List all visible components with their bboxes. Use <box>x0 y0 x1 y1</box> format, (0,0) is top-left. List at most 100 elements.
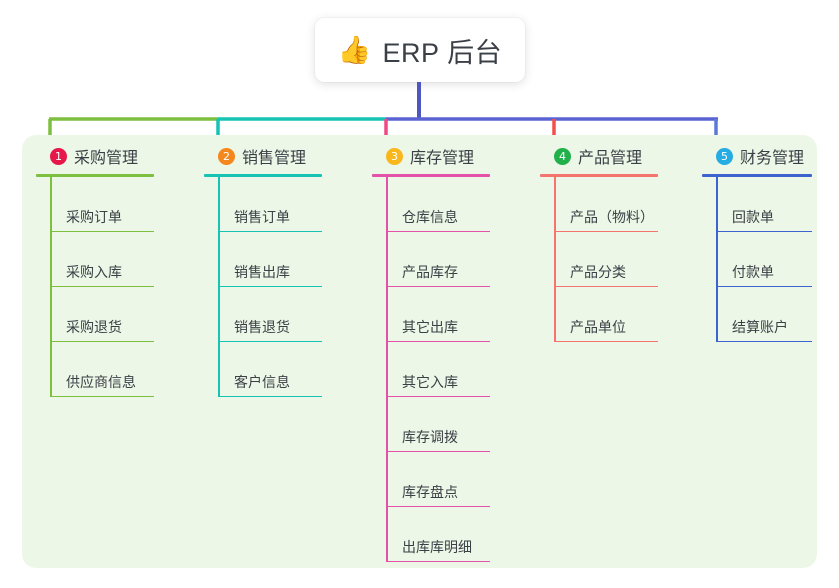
branch-number-badge: 5 <box>716 147 733 165</box>
branch-number-badge: 1 <box>50 147 67 165</box>
leaf-spine <box>50 177 52 397</box>
leaf-item[interactable]: 回款单 <box>716 177 812 232</box>
leaf-underline <box>554 340 658 342</box>
leaf-list: 销售订单销售出库销售退货客户信息 <box>204 177 322 397</box>
leaf-label: 回款单 <box>732 209 774 225</box>
leaf-label: 销售订单 <box>234 209 290 225</box>
leaf-item[interactable]: 产品库存 <box>386 232 490 287</box>
leaf-item[interactable]: 客户信息 <box>218 342 322 397</box>
branch-header-1[interactable]: 1 采购管理 <box>36 143 154 169</box>
leaf-item[interactable]: 其它出库 <box>386 287 490 342</box>
leaf-underline <box>50 340 154 342</box>
leaf-label: 出库库明细 <box>402 539 472 555</box>
branch-underline <box>702 174 812 177</box>
branch-title: 销售管理 <box>242 150 307 167</box>
leaf-list: 产品（物料） 产品分类产品单位 <box>540 177 658 342</box>
leaf-item[interactable]: 产品单位 <box>554 287 658 342</box>
leaf-item[interactable]: 采购入库 <box>50 232 154 287</box>
thumbs-up-icon: 👍 <box>337 34 372 65</box>
leaf-item[interactable]: 销售订单 <box>218 177 322 232</box>
branch-underline <box>372 174 490 177</box>
leaf-underline <box>218 340 322 342</box>
branch-column-4: 4 产品管理产品（物料） 产品分类产品单位 <box>540 143 658 342</box>
leaf-spine <box>554 177 556 342</box>
leaf-underline <box>218 285 322 287</box>
branch-column-1: 1 采购管理采购订单采购入库采购退货供应商信息 <box>36 143 154 397</box>
leaf-label: 产品分类 <box>570 264 626 280</box>
branch-title: 库存管理 <box>410 150 475 167</box>
leaf-label: 产品单位 <box>570 319 626 335</box>
root-node[interactable]: 👍 ERP 后台 <box>315 18 525 82</box>
leaf-item[interactable]: 付款单 <box>716 232 812 287</box>
leaf-underline <box>50 230 154 232</box>
leaf-label: 采购退货 <box>66 319 122 335</box>
leaf-underline <box>386 230 490 232</box>
leaf-item[interactable]: 仓库信息 <box>386 177 490 232</box>
leaf-label: 供应商信息 <box>66 374 136 390</box>
branches-panel <box>22 135 817 568</box>
branch-header-5[interactable]: 5 财务管理 <box>702 143 812 169</box>
leaf-label: 客户信息 <box>234 374 290 390</box>
leaf-item[interactable]: 其它入库 <box>386 342 490 397</box>
branch-title: 产品管理 <box>578 150 643 167</box>
leaf-underline <box>386 450 490 452</box>
leaf-label: 结算账户 <box>732 319 788 335</box>
branch-underline <box>36 174 154 177</box>
leaf-label: 销售出库 <box>234 264 290 280</box>
leaf-label: 产品（物料） <box>570 209 654 225</box>
leaf-underline <box>386 395 490 397</box>
leaf-item[interactable]: 供应商信息 <box>50 342 154 397</box>
leaf-item[interactable]: 采购退货 <box>50 287 154 342</box>
leaf-list: 仓库信息产品库存其它出库其它入库库存调拨库存盘点出库库明细 <box>372 177 490 562</box>
leaf-label: 库存调拨 <box>402 429 458 445</box>
leaf-label: 库存盘点 <box>402 484 458 500</box>
leaf-underline <box>50 285 154 287</box>
leaf-label: 销售退货 <box>234 319 290 335</box>
branch-title: 采购管理 <box>74 150 139 167</box>
leaf-underline <box>554 230 658 232</box>
leaf-item[interactable]: 产品（物料） <box>554 177 658 232</box>
leaf-label: 采购订单 <box>66 209 122 225</box>
leaf-underline <box>716 285 812 287</box>
leaf-underline <box>716 340 812 342</box>
leaf-label: 采购入库 <box>66 264 122 280</box>
leaf-spine <box>218 177 220 397</box>
leaf-underline <box>218 230 322 232</box>
leaf-item[interactable]: 产品分类 <box>554 232 658 287</box>
leaf-label: 其它出库 <box>402 319 458 335</box>
leaf-label: 仓库信息 <box>402 209 458 225</box>
leaf-label: 其它入库 <box>402 374 458 390</box>
branch-underline <box>540 174 658 177</box>
page-title: ERP 后台 <box>382 37 503 68</box>
leaf-underline <box>386 560 490 562</box>
leaf-underline <box>716 230 812 232</box>
leaf-item[interactable]: 采购订单 <box>50 177 154 232</box>
leaf-list: 采购订单采购入库采购退货供应商信息 <box>36 177 154 397</box>
leaf-item[interactable]: 库存调拨 <box>386 397 490 452</box>
leaf-item[interactable]: 销售退货 <box>218 287 322 342</box>
leaf-underline <box>386 340 490 342</box>
leaf-underline <box>50 395 154 397</box>
leaf-underline <box>386 285 490 287</box>
leaf-underline <box>386 505 490 507</box>
branch-number-badge: 4 <box>554 147 571 165</box>
leaf-underline <box>554 285 658 287</box>
leaf-label: 产品库存 <box>402 264 458 280</box>
leaf-underline <box>218 395 322 397</box>
branch-column-5: 5 财务管理回款单付款单结算账户 <box>702 143 812 342</box>
leaf-item[interactable]: 库存盘点 <box>386 452 490 507</box>
leaf-item[interactable]: 出库库明细 <box>386 507 490 562</box>
branch-header-4[interactable]: 4 产品管理 <box>540 143 658 169</box>
leaf-label: 付款单 <box>732 264 774 280</box>
leaf-list: 回款单付款单结算账户 <box>702 177 812 342</box>
leaf-spine <box>386 177 388 562</box>
branch-title: 财务管理 <box>740 150 805 167</box>
leaf-item[interactable]: 销售出库 <box>218 232 322 287</box>
branch-underline <box>204 174 322 177</box>
leaf-item[interactable]: 结算账户 <box>716 287 812 342</box>
